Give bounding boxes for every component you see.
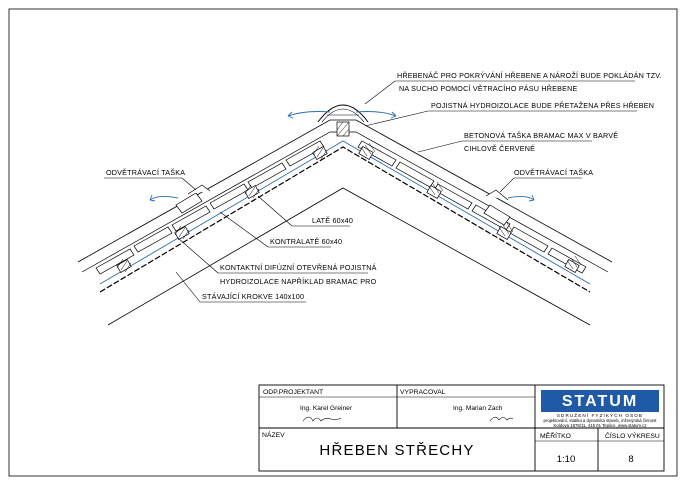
sheet-number-header: ČÍSLO VÝKRESU bbox=[605, 431, 660, 440]
logo-tagline: SDRUŽENÍ FYZIKÝCH OSOB bbox=[557, 411, 643, 418]
logo-desc-2: Koldova 1878/11, 415 01 Teplice, www.sta… bbox=[554, 423, 647, 428]
scale-header: MĚŘÍTKO bbox=[540, 431, 571, 440]
scale-value: 1:10 bbox=[557, 454, 576, 465]
label-counter-batten: KONTRALATĚ 60x40 bbox=[270, 237, 342, 246]
ridge-cap-inner bbox=[321, 108, 365, 123]
left-battens bbox=[116, 146, 328, 273]
right-tiles bbox=[357, 140, 587, 274]
rafter-line bbox=[107, 187, 591, 326]
label-tile-note-1: BETONOVÁ TAŠKA BRAMAC MAX V BARVĚ bbox=[464, 131, 618, 140]
sheet-border bbox=[8, 8, 678, 477]
right-battens bbox=[358, 146, 580, 273]
label-ridge-note-1: HŘEBENÁČ PRO POKRÝVÁNÍ HŘEBENE A NÁROŽÍ … bbox=[397, 71, 662, 80]
drawn-header: VYPRACOVAL bbox=[400, 389, 446, 396]
designer-name: Ing. Karel Greiner bbox=[300, 405, 353, 412]
logo-band bbox=[541, 390, 659, 412]
label-contact-membrane-1: KONTAKTNÍ DIFÚZNÍ OTEVŘENÁ POJISTNÁ bbox=[220, 263, 377, 272]
designer-signature bbox=[302, 416, 342, 422]
vent-tile-right bbox=[483, 189, 511, 226]
label-vent-tile-right: ODVĚTRÁVACÍ TAŠKA bbox=[514, 168, 593, 177]
label-vent-tile-left: ODVĚTRÁVACÍ TAŠKA bbox=[106, 168, 185, 177]
label-ridge-note-2: NA SUCHO POMOCÍ VĚTRACÍHO PÁSU HŘEBENE bbox=[399, 84, 578, 93]
logo-text: STATUM bbox=[562, 393, 638, 410]
roof-section bbox=[77, 104, 613, 326]
drawing-title: HŘEBEN STŘECHY bbox=[319, 442, 474, 459]
vent-tile-left bbox=[175, 184, 211, 214]
label-membrane-note: POJISTNÁ HYDROIZOLACE BUDE PŘETAŽENA PŘE… bbox=[431, 101, 654, 110]
ridge-batten-hatch bbox=[336, 121, 350, 137]
label-contact-membrane-2: HYDROIZOLACE NAPŘÍKLAD BRAMAC PRO bbox=[220, 277, 377, 286]
title-block: ODP.PROJEKTANT Ing. Karel Greiner VYPRAC… bbox=[258, 384, 665, 472]
ridge-cap bbox=[317, 104, 369, 123]
tile-bottom-profile bbox=[81, 131, 609, 273]
left-batten-hatch bbox=[116, 145, 328, 273]
designer-header: ODP.PROJEKTANT bbox=[263, 389, 323, 396]
airflow-arrows bbox=[149, 111, 535, 202]
drawn-name: Ing. Marian Zach bbox=[453, 405, 503, 412]
drawn-signature bbox=[489, 416, 514, 422]
leader-lines bbox=[104, 80, 637, 303]
contact-membrane bbox=[99, 146, 591, 293]
label-rafters: STÁVAJÍCÍ KROKVE 140x100 bbox=[202, 292, 304, 301]
left-tiles bbox=[95, 140, 325, 275]
sheet-number-value: 8 bbox=[628, 454, 633, 465]
label-tile-note-2: CIHLOVĚ ČERVENÉ bbox=[464, 144, 535, 153]
right-batten-hatch bbox=[360, 142, 582, 270]
name-header: NÁZEV bbox=[262, 430, 285, 439]
company-logo: STATUM SDRUŽENÍ FYZIKÝCH OSOB projektová… bbox=[541, 390, 659, 428]
label-batten: LATĚ 60x40 bbox=[312, 216, 353, 225]
logo-desc-1: projektování, statika a dynamika staveb,… bbox=[544, 418, 658, 423]
